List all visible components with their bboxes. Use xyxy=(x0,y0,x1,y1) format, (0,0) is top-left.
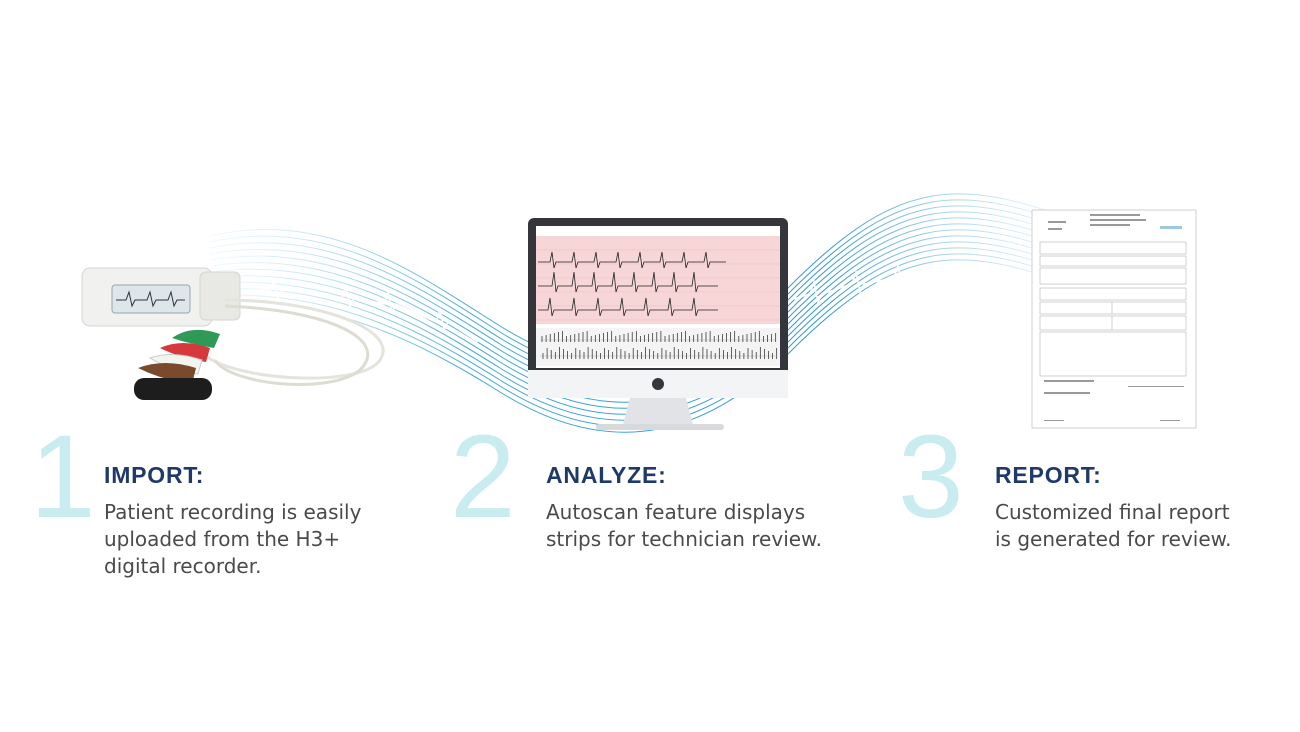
description-line: Customized final report xyxy=(995,500,1230,524)
monitor-with-ecg xyxy=(528,218,788,430)
step-title: ANALYZE: xyxy=(546,462,667,488)
step-description: Customized final report is generated for… xyxy=(995,499,1285,553)
holter-recorder-device xyxy=(81,267,385,400)
step-number: 3 xyxy=(898,411,964,543)
description-line: uploaded from the H3+ xyxy=(104,527,341,551)
step-title: IMPORT: xyxy=(104,462,205,488)
step-title: REPORT: xyxy=(995,462,1102,488)
description-line: strips for technician review. xyxy=(546,527,822,551)
final-report-document xyxy=(1031,209,1197,429)
step-number: 2 xyxy=(450,411,516,543)
step-description: Patient recording is easily uploaded fro… xyxy=(104,499,424,580)
step-number: 1 xyxy=(30,411,96,543)
description-line: is generated for review. xyxy=(995,527,1232,551)
ecg-trace-overlay xyxy=(250,262,989,343)
description-line: Patient recording is easily xyxy=(104,500,362,524)
step-description: Autoscan feature displays strips for tec… xyxy=(546,499,876,553)
description-line: digital recorder. xyxy=(104,554,262,578)
description-line: Autoscan feature displays xyxy=(546,500,806,524)
